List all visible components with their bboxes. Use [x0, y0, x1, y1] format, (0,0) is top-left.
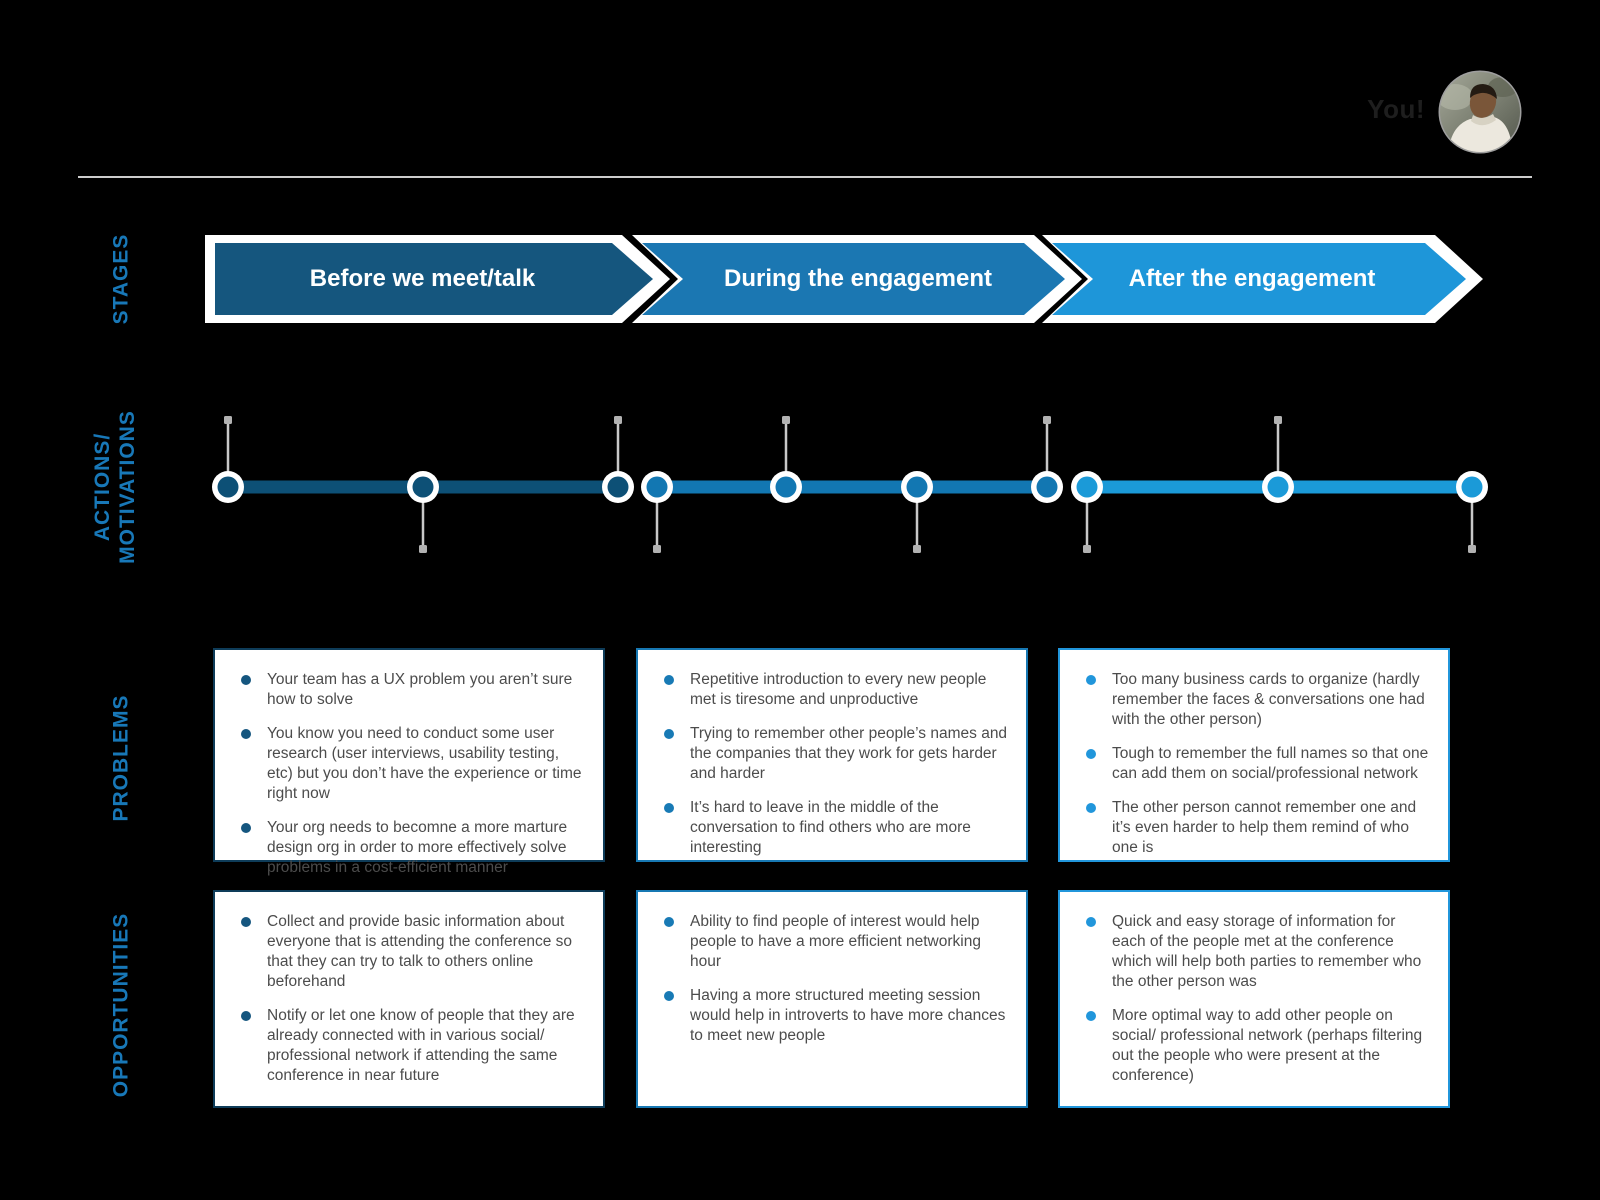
- timeline-stem-cap: [1274, 416, 1282, 424]
- stage-label-after: After the engagement: [1128, 265, 1376, 292]
- stage-label-before: Before we meet/talk: [309, 265, 536, 292]
- timeline-stem-cap: [1468, 545, 1476, 553]
- bullet-dot: [241, 823, 251, 833]
- problems-box-after: Too many business cards to organize (har…: [1058, 648, 1450, 862]
- bullet-text: Your team has a UX problem you aren’t su…: [267, 671, 573, 708]
- bullet-item: Having a more structured meeting session…: [662, 986, 1010, 1046]
- bullet-item: Too many business cards to organize (har…: [1084, 670, 1432, 730]
- bullet-dot: [1086, 749, 1096, 759]
- timeline-stem-cap: [782, 416, 790, 424]
- timeline-node: [412, 476, 434, 498]
- bullet-item: Collect and provide basic information ab…: [239, 912, 587, 992]
- stage-label-during: During the engagement: [723, 265, 993, 292]
- bullet-text: The other person cannot remember one and…: [1112, 799, 1417, 856]
- header-divider: [78, 176, 1532, 178]
- bullet-text: Repetitive introduction to every new peo…: [690, 671, 987, 708]
- problems-list-before: Your team has a UX problem you aren’t su…: [215, 650, 603, 900]
- timeline-stem-cap: [224, 416, 232, 424]
- timeline-stem-cap: [913, 545, 921, 553]
- bullet-dot: [241, 729, 251, 739]
- bullet-item: Trying to remember other people’s names …: [662, 724, 1010, 784]
- bullet-text: Quick and easy storage of information fo…: [1112, 913, 1422, 990]
- bullet-text: Collect and provide basic information ab…: [267, 913, 573, 990]
- opportunities-box-after: Quick and easy storage of information fo…: [1058, 890, 1450, 1108]
- bullet-text: More optimal way to add other people on …: [1112, 1007, 1423, 1084]
- bullet-item: Repetitive introduction to every new peo…: [662, 670, 1010, 710]
- timeline-stem-cap: [614, 416, 622, 424]
- bullet-item: Your team has a UX problem you aren’t su…: [239, 670, 587, 710]
- row-label-problems-text: PROBLEMS: [109, 694, 133, 822]
- bullet-dot: [241, 917, 251, 927]
- timeline-node: [607, 476, 629, 498]
- stage-arrow: [642, 243, 1065, 315]
- timeline-node: [906, 476, 928, 498]
- opportunities-list-during: Ability to find people of interest would…: [638, 892, 1026, 1068]
- bullet-dot: [664, 917, 674, 927]
- bullet-dot: [664, 675, 674, 685]
- bullet-dot: [241, 675, 251, 685]
- problems-box-before: Your team has a UX problem you aren’t su…: [213, 648, 605, 876]
- timeline-stem-cap: [653, 545, 661, 553]
- timeline-node: [646, 476, 668, 498]
- bullet-item: Your org needs to becomne a more marture…: [239, 818, 587, 878]
- opportunities-list-after: Quick and easy storage of information fo…: [1060, 892, 1448, 1108]
- problems-list-during: Repetitive introduction to every new peo…: [638, 650, 1026, 880]
- avatar-hair: [1470, 84, 1497, 99]
- timeline-node: [1267, 476, 1289, 498]
- avatar: [1437, 69, 1523, 155]
- problems-list-after: Too many business cards to organize (har…: [1060, 650, 1448, 880]
- avatar-sweater: [1448, 117, 1513, 152]
- timeline-stem-cap: [1083, 545, 1091, 553]
- bullet-item: Tough to remember the full names so that…: [1084, 744, 1432, 784]
- timeline-node: [775, 476, 797, 498]
- actions-timeline: [212, 416, 1488, 553]
- bullet-text: You know you need to conduct some user r…: [267, 725, 582, 802]
- bullet-text: Having a more structured meeting session…: [690, 987, 1006, 1044]
- bullet-item: It’s hard to leave in the middle of the …: [662, 798, 1010, 858]
- bullet-item: You know you need to conduct some user r…: [239, 724, 587, 804]
- bullet-dot: [1086, 803, 1096, 813]
- bullet-text: Notify or let one know of people that th…: [267, 1007, 575, 1084]
- bullet-dot: [664, 729, 674, 739]
- bullet-item: Notify or let one know of people that th…: [239, 1006, 587, 1086]
- bullet-dot: [1086, 675, 1096, 685]
- bullet-text: Ability to find people of interest would…: [690, 913, 981, 970]
- bullet-text: Your org needs to becomne a more marture…: [267, 819, 568, 876]
- avatar-photo: [1438, 70, 1522, 154]
- bullet-dot: [1086, 1011, 1096, 1021]
- timeline-segment: [657, 480, 1047, 494]
- bullet-dot: [241, 1011, 251, 1021]
- timeline-stem-cap: [419, 545, 427, 553]
- bullet-text: Tough to remember the full names so that…: [1112, 745, 1429, 782]
- opportunities-box-during: Ability to find people of interest would…: [636, 890, 1028, 1108]
- row-label-opportunities: OPPORTUNITIES: [109, 913, 134, 1098]
- opportunities-list-before: Collect and provide basic information ab…: [215, 892, 603, 1108]
- bullet-item: Ability to find people of interest would…: [662, 912, 1010, 972]
- row-label-opportunities-text: OPPORTUNITIES: [109, 912, 133, 1098]
- timeline-node: [1036, 476, 1058, 498]
- bullet-dot: [1086, 917, 1096, 927]
- you-label: You!: [1367, 94, 1425, 124]
- bullet-text: It’s hard to leave in the middle of the …: [690, 799, 971, 856]
- bullet-text: Trying to remember other people’s names …: [690, 725, 1008, 782]
- timeline-node: [1076, 476, 1098, 498]
- opportunities-box-before: Collect and provide basic information ab…: [213, 890, 605, 1108]
- bullet-dot: [664, 803, 674, 813]
- bullet-dot: [664, 991, 674, 1001]
- stages-banner-row: [205, 235, 1483, 323]
- problems-box-during: Repetitive introduction to every new peo…: [636, 648, 1028, 862]
- bullet-text: Too many business cards to organize (har…: [1112, 671, 1425, 728]
- timeline-stem-cap: [1043, 416, 1051, 424]
- stage-arrow: [215, 243, 653, 315]
- row-label-problems: PROBLEMS: [109, 694, 134, 821]
- timeline-node: [1461, 476, 1483, 498]
- bullet-item: Quick and easy storage of information fo…: [1084, 912, 1432, 992]
- bullet-item: More optimal way to add other people on …: [1084, 1006, 1432, 1086]
- bullet-item: The other person cannot remember one and…: [1084, 798, 1432, 858]
- timeline-node: [217, 476, 239, 498]
- stage-arrow: [1052, 243, 1466, 315]
